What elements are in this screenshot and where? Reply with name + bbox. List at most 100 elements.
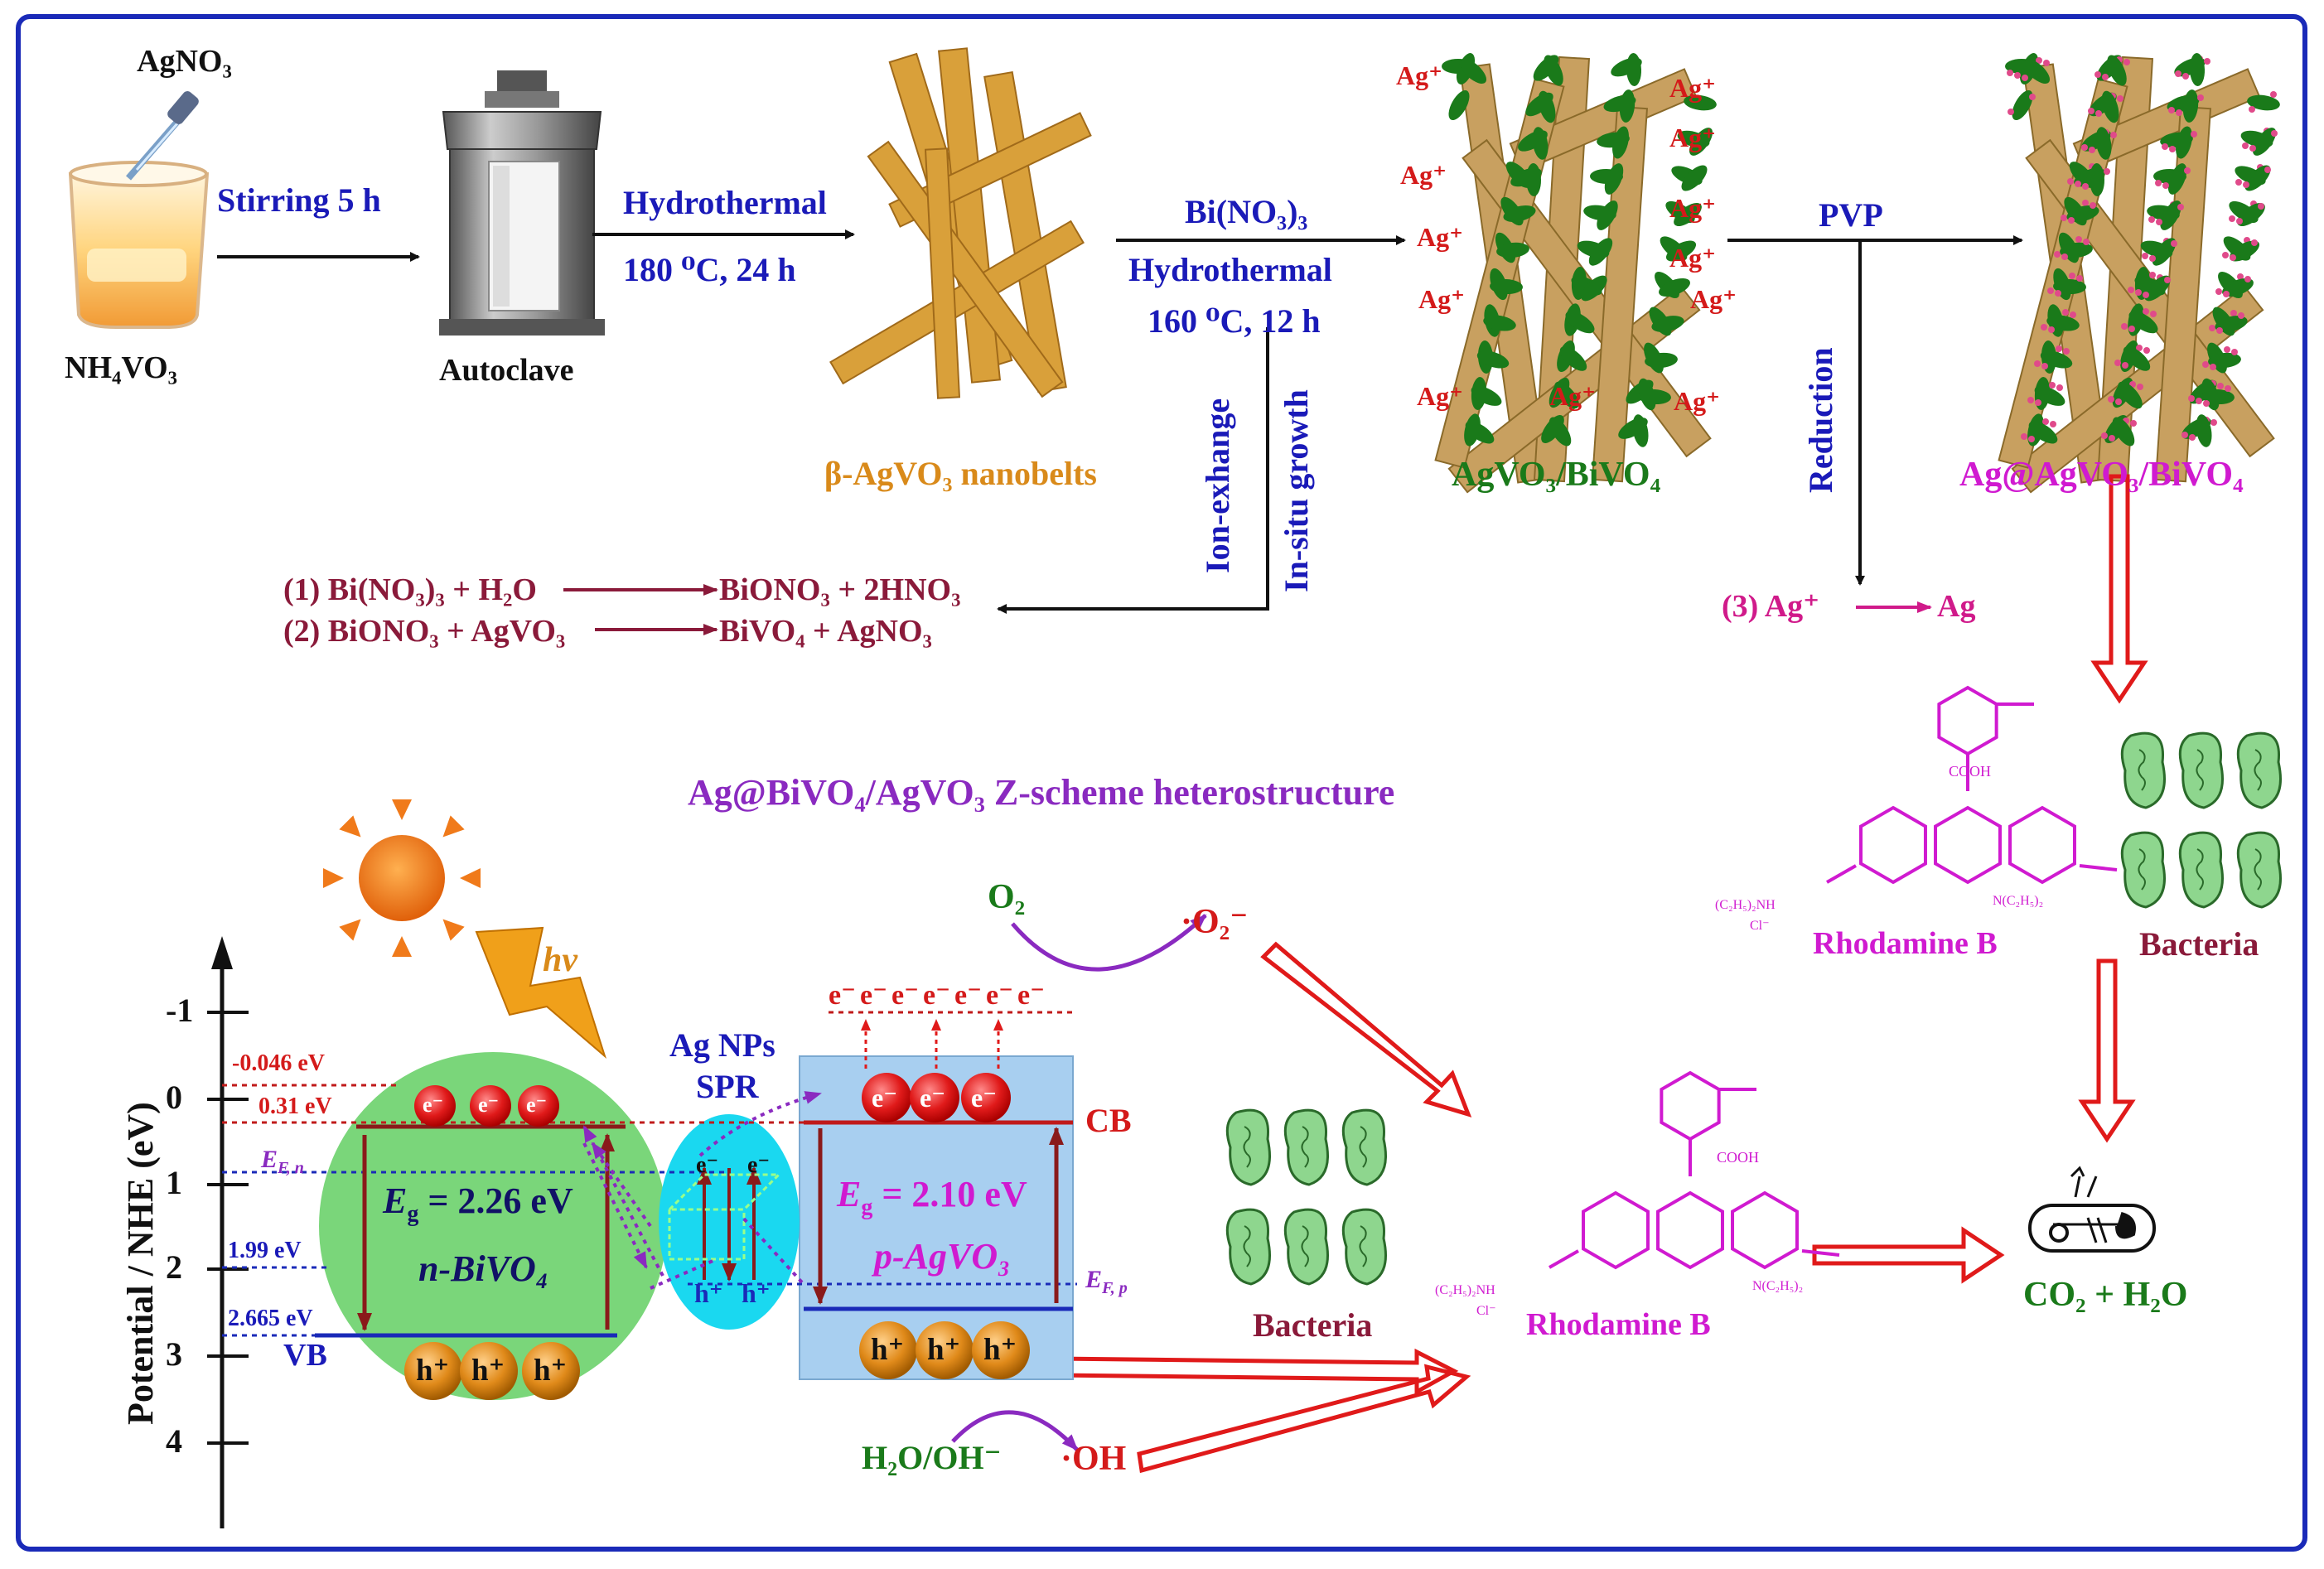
- o2-curve-arrow: [1011, 914, 1207, 972]
- hole-text: h⁺: [534, 1353, 568, 1388]
- hydrothermal1-label: Hydrothermal: [623, 184, 827, 221]
- tick-label: 4: [166, 1422, 182, 1460]
- axis-label: Potential / NHE (eV): [120, 1102, 161, 1425]
- agplus-label: Ag⁺: [1549, 381, 1596, 411]
- ion-exchange-label: Ion-exhange: [1199, 398, 1236, 573]
- insitu-label: In-situ growth: [1278, 389, 1315, 592]
- hole: [859, 1321, 917, 1379]
- bacteria-icon: [2178, 731, 2224, 809]
- tick-label: 3: [166, 1335, 182, 1373]
- hole-text: h⁺: [471, 1353, 505, 1388]
- electron-text: e⁻: [872, 1082, 898, 1113]
- o2-label: O₂: [988, 878, 1026, 916]
- bacteria-icon: [2120, 831, 2166, 909]
- bacteria-icon: [1283, 1108, 1329, 1186]
- nanobelts-label: β-AgVO₃ nanobelts: [824, 455, 1097, 492]
- spr-label: SPR: [696, 1068, 759, 1105]
- hydrothermal1-cond-label: 180 ⁰C, 24 h: [623, 251, 796, 288]
- amine-left-mid: (C₂H₅)₂NH: [1435, 1283, 1495, 1297]
- zscheme-title: Ag@BiVO₄/AgVO₃ Z-scheme heterostructure: [688, 772, 1395, 813]
- vb-label: VB: [283, 1338, 327, 1373]
- cell-icon: [2028, 1166, 2156, 1253]
- agplus-label: Ag⁺: [1669, 123, 1716, 152]
- agplus-label: Ag⁺: [1690, 284, 1737, 314]
- electron-text: e⁻: [423, 1093, 444, 1118]
- co2-h2o-label: CO₂ + H₂O: [2023, 1276, 2188, 1314]
- level-2665-label: 2.665 eV: [228, 1306, 313, 1331]
- p-agvo3-label: p-AgVO₃: [874, 1236, 1011, 1277]
- eq2-left: (2) BiONO₃ + AgVO₃: [283, 614, 566, 649]
- hole: [972, 1321, 1030, 1379]
- hole: [522, 1342, 580, 1400]
- axis-arrowhead: [211, 936, 233, 969]
- hole: [404, 1342, 462, 1400]
- z-arrow-1: [698, 1091, 822, 1157]
- cooh-label-top: COOH: [1949, 763, 1992, 780]
- nanobelt-icon: [829, 47, 1092, 399]
- reduction-label: Reduction: [1802, 347, 1839, 493]
- nh4vo3-label: NH₄VO₃: [65, 350, 178, 385]
- nanobelt: [924, 147, 961, 399]
- ag-nps-label: Ag NPs: [669, 1026, 775, 1064]
- agplus-label: Ag⁺: [1396, 60, 1442, 90]
- hole: [460, 1342, 518, 1400]
- sun-icon: [323, 799, 481, 957]
- n-bivo4-label: n-BiVO₄: [418, 1248, 549, 1289]
- agplus-label: Ag⁺: [1417, 222, 1463, 252]
- agvo3-bivo4-label: AgVO₃/BiVO₄: [1452, 456, 1661, 494]
- bivo4-particle: [319, 1052, 667, 1400]
- ag-hole: h⁺: [742, 1278, 771, 1308]
- emitted-electron: e⁻: [986, 980, 1014, 1011]
- cooh-label-mid: COOH: [1717, 1149, 1760, 1166]
- autoclave-label: Autoclave: [439, 353, 574, 388]
- rhodamine-structure-icon: [1826, 685, 2118, 885]
- cl-top: Cl⁻: [1750, 919, 1770, 933]
- agplus-label: Ag⁺: [1417, 381, 1463, 411]
- agplus-label: Ag⁺: [1400, 160, 1447, 190]
- z-arrow-6: [650, 1258, 717, 1290]
- bacteria-mid-label: Bacteria: [1253, 1306, 1373, 1344]
- nanobelt: [867, 140, 1064, 398]
- amine-right-mid: N(C₂H₅)₂: [1752, 1279, 1804, 1293]
- tick-label: 0: [166, 1079, 182, 1116]
- emitted-electron: e⁻: [829, 980, 857, 1011]
- agplus-label: Ag⁺: [1669, 243, 1716, 273]
- ag-agvo3-bivo4-label: Ag@AgVO₃/BiVO₄: [1959, 456, 2244, 494]
- axis-ticks: [207, 1011, 249, 1445]
- dropper-icon: [125, 91, 199, 181]
- electron: [414, 1085, 456, 1127]
- lightning-icon: [475, 926, 607, 1060]
- bacteria-icon: [2178, 831, 2224, 909]
- hydrothermal2-cond-label: 160 ⁰C, 12 h: [1148, 302, 1321, 340]
- pvp-label: PVP: [1819, 196, 1883, 234]
- agplus-label: Ag⁺: [1418, 284, 1465, 314]
- z-arrow-3: [591, 1142, 652, 1228]
- ag-electron: e⁻: [696, 1152, 719, 1178]
- stirring-label: Stirring 5 h: [217, 181, 381, 219]
- amine-left-top: (C₂H₅)₂NH: [1715, 898, 1776, 912]
- emitted-electron: e⁻: [1017, 980, 1046, 1011]
- ag-agvo3-bivo4-icon: [1998, 53, 2280, 494]
- emitted-electron: e⁻: [923, 980, 951, 1011]
- bino3-label: Bi(NO₃)₃: [1185, 193, 1308, 230]
- tick-label: 2: [166, 1248, 182, 1286]
- electron-text: e⁻: [478, 1093, 500, 1118]
- cb-label: CB: [1085, 1102, 1132, 1139]
- h2o-oh-label: H₂O/OH⁻: [862, 1439, 1002, 1476]
- eg-agvo3-label: Eg = 2.10 eV: [837, 1174, 1027, 1220]
- bacteria-icon: [1225, 1208, 1271, 1286]
- beaker-icon: [68, 161, 210, 329]
- efn-label: EF, n: [261, 1146, 304, 1177]
- bacteria-icon: [1225, 1108, 1271, 1186]
- emitted-electron: e⁻: [891, 980, 920, 1011]
- z-arrow-5: [740, 1214, 804, 1284]
- electron-text: e⁻: [971, 1082, 998, 1113]
- hole-text: h⁺: [871, 1332, 905, 1367]
- bacteria-icon: [2236, 831, 2282, 909]
- hydrothermal2-label: Hydrothermal: [1128, 251, 1332, 288]
- agplus-label: Ag⁺: [1674, 386, 1720, 416]
- oh-curve-arrow: [951, 1410, 1079, 1451]
- eq1-left: (1) Bi(NO₃)₃ + H₂O: [283, 572, 537, 607]
- hole-text: h⁺: [983, 1332, 1017, 1367]
- eq1-right: BiONO₃ + 2HNO₃: [719, 572, 961, 607]
